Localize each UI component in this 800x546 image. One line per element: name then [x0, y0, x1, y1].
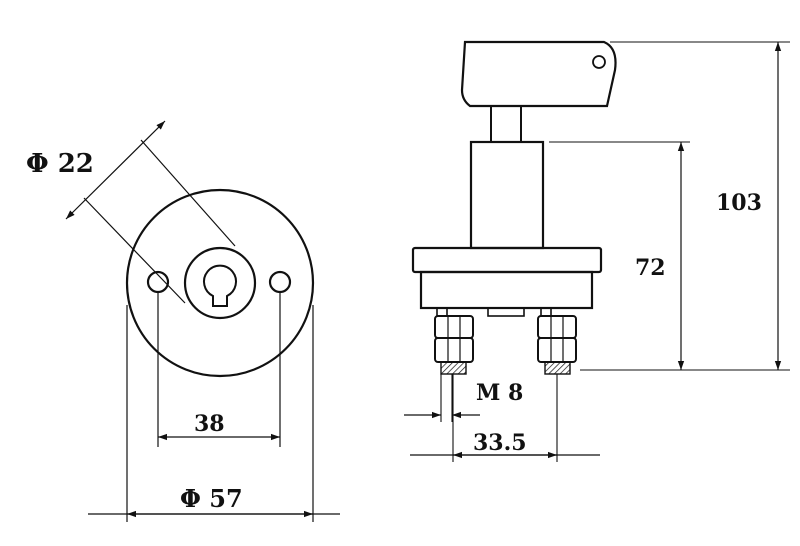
- bore-leader-line-2: [83, 197, 186, 304]
- terminal-left: [434, 307, 474, 375]
- terminal-right: [537, 307, 577, 375]
- body-column: [469, 140, 545, 250]
- mounting-hole-right: [268, 270, 292, 294]
- stud-right-hatched: [544, 361, 571, 375]
- bore-diameter-label: Φ 22: [26, 149, 94, 179]
- lower-body: [419, 270, 594, 310]
- terminal-spacing-label: 33.5: [473, 430, 527, 456]
- key-shank: [490, 105, 522, 143]
- key-bore-circle: [183, 246, 257, 320]
- keyhole-outline: [203, 264, 237, 307]
- key-handle: [460, 40, 617, 108]
- base-diameter-label: Φ 57: [180, 484, 243, 513]
- bore-dimension-line: [65, 120, 166, 220]
- hole-spacing-label: 38: [194, 411, 225, 437]
- flange: [411, 246, 603, 274]
- total-height-label: 103: [716, 190, 762, 216]
- base-plate-circle: [125, 188, 315, 378]
- key-ring-hole: [592, 55, 606, 69]
- stud-left-hatched: [440, 361, 467, 375]
- thread-size-label: M 8: [476, 380, 523, 406]
- center-tab: [487, 307, 525, 317]
- body-height-label: 72: [635, 255, 666, 281]
- bore-leader-line: [140, 139, 236, 247]
- mounting-hole-left: [146, 270, 170, 294]
- side-view: [404, 40, 790, 462]
- front-view: [65, 120, 340, 522]
